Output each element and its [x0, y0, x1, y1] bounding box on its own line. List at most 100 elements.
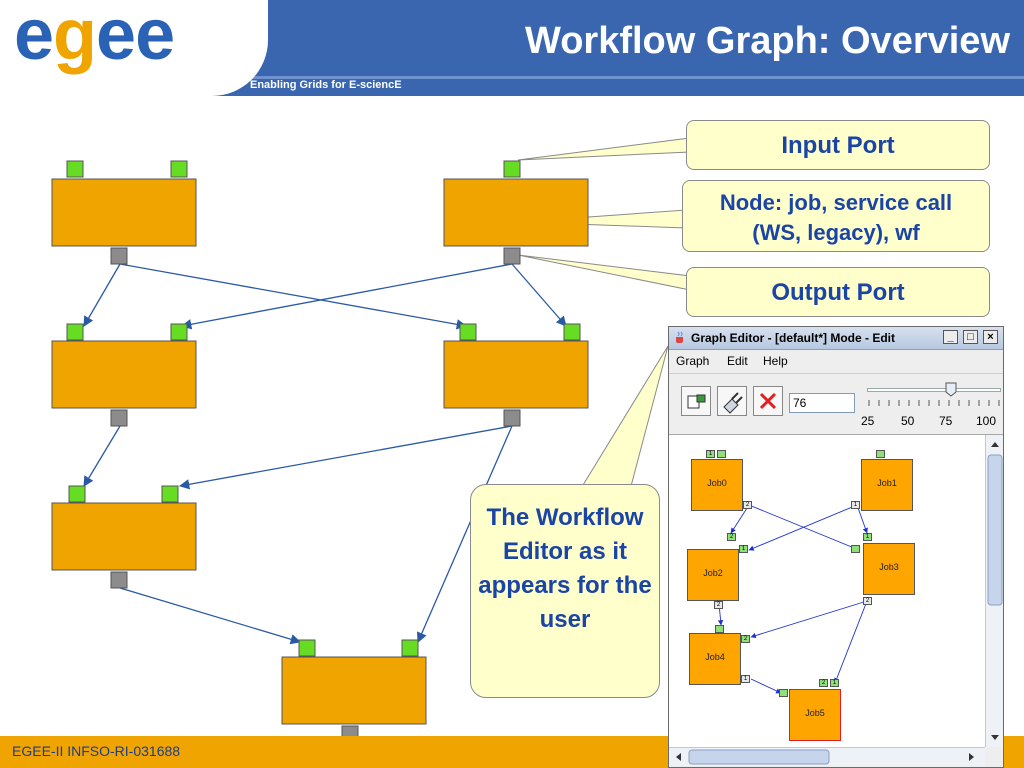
callout-pointer-node [517, 209, 687, 229]
menu-graph[interactable]: Graph [676, 354, 710, 368]
callout-pointer-editor [579, 345, 669, 491]
scroll-corner [985, 747, 1003, 765]
job4-input-port-1[interactable] [715, 625, 724, 633]
zoom-slider-track[interactable] [867, 388, 1001, 392]
callout-pointer-output [517, 254, 691, 291]
menu-bar: Graph Edit Help [669, 350, 1003, 372]
node-d-body [443, 340, 589, 409]
node-a [51, 160, 197, 265]
job1-output-port[interactable]: 1 [851, 501, 860, 509]
new-port-button[interactable] [717, 386, 747, 416]
node-c-input-port-1 [66, 323, 84, 341]
vertical-scrollbar[interactable] [985, 435, 1003, 747]
graph-editor-window: Graph Editor - [default*] Mode - Edit _ … [668, 326, 1004, 768]
maximize-button[interactable]: □ [963, 330, 978, 344]
edge-b-to-c-input [180, 263, 513, 330]
node-f-body [281, 656, 427, 725]
node-e-output-port [110, 571, 128, 589]
port-plug-icon [723, 392, 743, 414]
horizontal-scrollbar[interactable] [669, 747, 985, 766]
egee-logo: egee [0, 0, 268, 96]
java-cup-icon [676, 331, 683, 343]
node-d-input-port-1 [459, 323, 477, 341]
edge-b-to-d [511, 263, 567, 327]
job0-input-port-1[interactable]: 1 [706, 450, 715, 458]
node-f-input-port-1 [298, 639, 316, 657]
edge-a-to-d-input [119, 263, 468, 330]
new-job-button[interactable] [681, 386, 711, 416]
zoom-slider-ticks [868, 400, 1000, 406]
graph-editor-toolbar: 76 25 50 75 100 [669, 373, 1003, 435]
job3-output-port[interactable]: 2 [863, 597, 872, 605]
job1-input-port[interactable] [876, 450, 885, 458]
node-f-input-port-2 [401, 639, 419, 657]
job5-input-port-3[interactable]: 1 [830, 679, 839, 687]
new-job-icon [687, 394, 706, 409]
job4-node[interactable]: Job4 [689, 633, 741, 685]
job3-node[interactable]: Job3 [863, 543, 915, 595]
editor-edge-job0-job2 [730, 504, 750, 534]
edge-c-to-e [83, 425, 121, 487]
node-f [281, 639, 427, 743]
node-c-body [51, 340, 197, 409]
delete-button[interactable] [753, 386, 783, 416]
node-b [443, 160, 589, 265]
job5-input-port-1[interactable] [779, 689, 788, 697]
node-c-input-port-2 [170, 323, 188, 341]
logo-text: egee [14, 0, 175, 75]
zoom-input[interactable]: 76 [789, 393, 855, 413]
node-c-output-port [110, 409, 128, 427]
job4-output-port[interactable]: 1 [741, 675, 750, 683]
job5-input-port-2[interactable]: 2 [819, 679, 828, 687]
node-b-output-port [503, 247, 521, 265]
job2-input-port-2[interactable]: 2 [727, 533, 736, 541]
graph-editor-titlebar[interactable]: Graph Editor - [default*] Mode - Edit _ … [669, 327, 1003, 350]
job1-node[interactable]: Job1 [861, 459, 913, 511]
editor-edge-job4-job5 [750, 678, 782, 694]
callout-workflow-editor: The Workflow Editor as it appears for th… [470, 484, 660, 698]
callout-pointer-input [517, 137, 691, 161]
zoom-slider-thumb[interactable] [945, 382, 957, 397]
job2-node[interactable]: Job2 [687, 549, 739, 601]
job0-node[interactable]: Job0 [691, 459, 743, 511]
job2-output-port[interactable]: 2 [714, 601, 723, 609]
job2-input-port-1[interactable]: 1 [739, 545, 748, 553]
slide-title: Workflow Graph: Overview [525, 20, 1010, 62]
delete-x-icon [759, 392, 777, 410]
minimize-button[interactable]: _ [943, 330, 958, 344]
node-c [51, 323, 197, 427]
editor-edge-job3-job5 [834, 600, 868, 684]
node-e-input-port-1 [68, 485, 86, 503]
editor-edge-job1-job2 [748, 504, 858, 551]
footer-text: EGEE-II INFSO-RI-031688 [12, 743, 181, 759]
job3-input-port-2[interactable] [851, 545, 860, 553]
job0-output-port[interactable]: 2 [743, 501, 752, 509]
node-d-input-port-2 [563, 323, 581, 341]
callout-output-port: Output Port [686, 267, 990, 317]
node-b-input-port [503, 160, 521, 178]
node-a-input-port-2 [170, 160, 188, 178]
editor-edge-job1-job3 [856, 504, 868, 534]
zoom-tick-75: 75 [939, 414, 953, 428]
job4-input-port-2[interactable]: 2 [741, 635, 750, 643]
zoom-tick-50: 50 [901, 414, 915, 428]
header-subtitle: Enabling Grids for E-sciencE [250, 79, 402, 91]
zoom-tick-25: 25 [861, 414, 875, 428]
menu-edit[interactable]: Edit [727, 354, 748, 368]
callout-input-port: Input Port [686, 120, 990, 170]
graph-editor-title: Graph Editor - [default*] Mode - Edit [691, 331, 895, 345]
node-a-input-port-1 [66, 160, 84, 178]
job5-node[interactable]: Job5 [789, 689, 841, 741]
callout-node-line1: Node: job, service call [719, 190, 953, 215]
node-d [443, 323, 589, 427]
job0-input-port-2[interactable] [717, 450, 726, 458]
close-window-button[interactable]: × [983, 330, 998, 344]
callout-node-line2: (WS, legacy), wf [752, 220, 920, 245]
graph-editor-canvas[interactable]: Job0 1 2 Job1 1 Job2 2 1 2 Job3 1 2 Job4… [669, 435, 985, 747]
header-stripe [0, 76, 1024, 79]
job3-input-port-1[interactable]: 1 [863, 533, 872, 541]
edge-e-to-f [119, 587, 301, 645]
edge-a-to-c [83, 263, 121, 327]
vertical-scrollbar-parts [987, 442, 1003, 740]
menu-help[interactable]: Help [763, 354, 788, 368]
